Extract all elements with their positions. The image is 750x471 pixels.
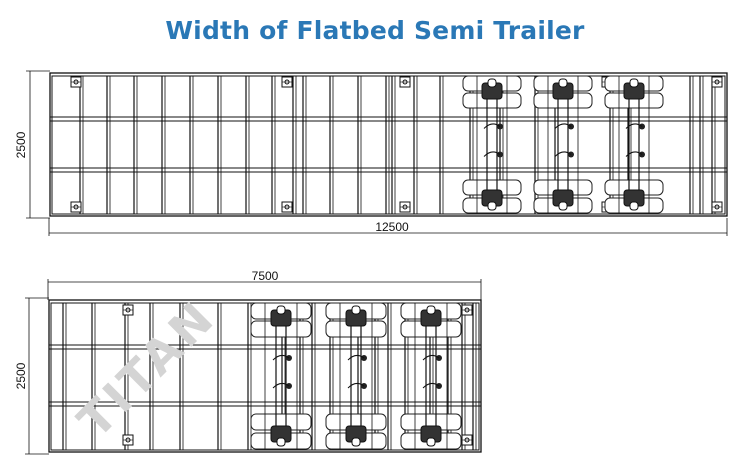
twist-lock-plate [461, 304, 473, 316]
air-line [554, 123, 572, 129]
axle-assembly [250, 302, 312, 450]
width-dimension-label: 2500 [14, 131, 28, 158]
air-line [625, 123, 643, 129]
twist-lock-plate [711, 76, 723, 88]
hub-cap [558, 78, 568, 88]
trailer-drawing-7500 [25, 279, 482, 455]
page-title: Width of Flatbed Semi Trailer [165, 16, 585, 45]
hub-cap [629, 201, 639, 211]
axle-assembly [325, 302, 387, 450]
twist-lock-plate [461, 434, 473, 446]
hub-cap [629, 78, 639, 88]
length-dimension-label: 7500 [252, 269, 279, 283]
twist-lock-plate [70, 76, 82, 88]
air-line [272, 382, 290, 389]
hub-cap [487, 201, 497, 211]
twist-lock-plate [122, 304, 134, 316]
air-line [347, 382, 365, 389]
air-line [625, 151, 643, 157]
frame-outline [49, 72, 728, 217]
twist-lock-plate [281, 201, 293, 213]
width-dimension-label: 2500 [14, 362, 28, 389]
hub-cap [426, 305, 436, 315]
twist-lock-plate [711, 201, 723, 213]
hub-cap [426, 437, 436, 447]
twist-lock-plate [122, 434, 134, 446]
air-line [272, 354, 290, 361]
axle-assembly [604, 75, 664, 214]
hub-cap [351, 305, 361, 315]
twist-lock-plate [70, 201, 82, 213]
hub-cap [276, 305, 286, 315]
twist-lock-plate [399, 201, 411, 213]
titan-watermark: TITAN [67, 289, 226, 448]
trailer-drawing-12500 [26, 70, 728, 236]
air-line [422, 382, 440, 389]
hub-cap [558, 201, 568, 211]
air-line [422, 354, 440, 361]
twist-lock-plate [281, 76, 293, 88]
side-rail [51, 75, 726, 215]
axle-assembly [462, 75, 522, 214]
axle-assembly [533, 75, 593, 214]
air-line [347, 354, 365, 361]
hub-cap [351, 437, 361, 447]
twist-lock-plate [399, 76, 411, 88]
axle-assembly [400, 302, 462, 450]
air-line [483, 123, 501, 129]
length-dimension-label: 12500 [375, 220, 409, 234]
hub-cap [487, 78, 497, 88]
air-line [483, 151, 501, 157]
air-line [554, 151, 572, 157]
hub-cap [276, 437, 286, 447]
frame-outline [48, 299, 482, 453]
